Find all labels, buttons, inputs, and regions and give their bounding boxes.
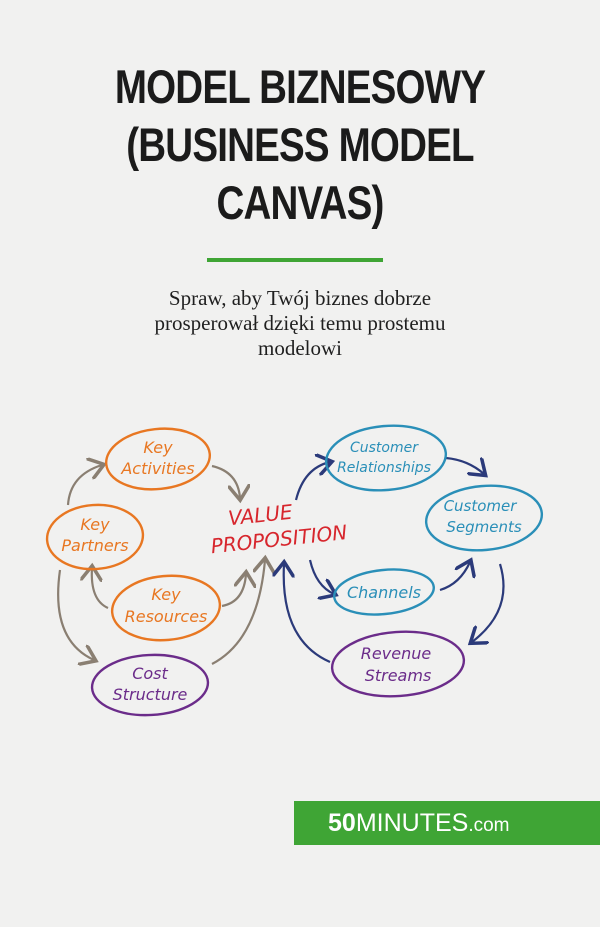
logo-suffix: .com (468, 815, 510, 836)
channels-node: Channels (333, 568, 435, 616)
subtitle-line-3: modelowi (258, 336, 342, 360)
book-title: MODEL BIZNESOWY (BUSINESS MODEL CANVAS) (54, 58, 546, 232)
key-resources-line-1: Key (151, 585, 181, 604)
customer-relationships-line-1: Customer (350, 440, 419, 456)
customer-segments-line-1: Customer (444, 497, 518, 515)
arrow-partners-to-cost (57, 569, 94, 660)
key-partners-line-1: Key (80, 515, 110, 534)
key-resources-line-2: Resources (125, 607, 208, 626)
logo-word: MINUTES (355, 809, 469, 837)
left-flow-arrows (57, 464, 265, 665)
channels-label: Channels (347, 583, 421, 602)
title-line-2: (BUSINESS MODEL (126, 118, 474, 171)
cost-structure-line-2: Structure (113, 685, 188, 704)
customer-relationships-node: Customer Relationships (324, 424, 448, 492)
key-resources-node: Key Resources (110, 574, 222, 642)
revenue-streams-node: Revenue Streams (330, 630, 466, 698)
revenue-streams-line-2: Streams (365, 666, 432, 685)
book-subtitle: Spraw, aby Twój biznes dobrze prosperowa… (0, 286, 600, 361)
cost-structure-node: Cost Structure (90, 653, 210, 717)
title-line-3: CANVAS) (216, 176, 385, 229)
arrow-value-to-channels (308, 559, 334, 594)
arrow-partners-to-activities (66, 465, 102, 506)
value-proposition-node: VALUE PROPOSITION (210, 500, 349, 559)
key-partners-line-2: Partners (61, 536, 128, 555)
customer-segments-node: Customer Segments (424, 484, 544, 552)
title-line-1: MODEL BIZNESOWY (114, 60, 486, 113)
arrow-activities-to-value (211, 464, 240, 498)
publisher-logo-text: 50MINUTES.com (328, 807, 510, 842)
key-activities-node: Key Activities (104, 427, 212, 491)
subtitle-line-2: prosperował dzięki temu prostemu (154, 311, 446, 335)
arrow-channels-to-segments (439, 562, 470, 592)
arrow-segments-to-revenue (472, 563, 505, 642)
arrow-resources-to-value (221, 574, 246, 608)
logo-number: 50 (328, 809, 356, 837)
cost-structure-line-1: Cost (132, 664, 168, 683)
arrow-value-to-relationships (294, 462, 330, 501)
key-activities-line-2: Activities (120, 459, 194, 478)
publisher-logo: 50MINUTES.com (294, 801, 600, 845)
arrow-resources-to-partners (92, 568, 109, 610)
key-activities-line-1: Key (143, 438, 173, 457)
arrow-revenue-to-value (284, 564, 331, 664)
subtitle-line-1: Spraw, aby Twój biznes dobrze (168, 286, 432, 310)
arrow-cost-to-value (211, 560, 265, 665)
customer-relationships-line-2: Relationships (337, 460, 431, 476)
green-divider (207, 258, 383, 262)
key-partners-node: Key Partners (45, 503, 145, 571)
customer-segments-line-2: Segments (446, 518, 522, 536)
arrow-relationships-to-segments (445, 456, 484, 474)
revenue-streams-line-1: Revenue (361, 644, 432, 663)
